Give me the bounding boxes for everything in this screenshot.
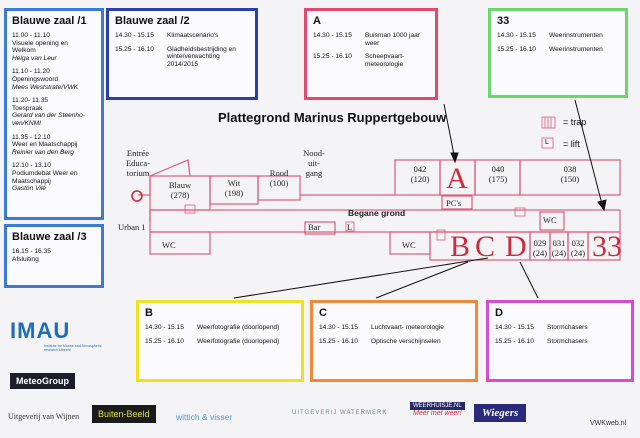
box-title: Blauwe zaal /3 — [12, 231, 87, 243]
wc-left: WC — [162, 240, 176, 250]
room-032: 032(24) — [570, 238, 586, 258]
session: 11.10 - 11.20 Openingswoord Mees Weststr… — [12, 68, 79, 91]
session: 11.35 - 12.10 Weer en Maatschappij Reini… — [12, 133, 78, 156]
room-042: 042(120) — [410, 164, 430, 184]
weerhuisje-logo: WEERHUISJE.NL Meer met weer! — [410, 402, 465, 417]
pcs-label: PC's — [446, 198, 462, 208]
room-038: 038(150) — [560, 164, 580, 184]
imau-logo: IMAU Institute for Marine and Atmospheri… — [10, 318, 102, 352]
session: 12.10 - 13.10 Podiumdebat Weer en Maatsc… — [12, 162, 78, 193]
bar-label: Bar — [308, 222, 321, 232]
room-031: 031(24) — [551, 238, 567, 258]
vwk-logo: VWKweb.nl — [590, 420, 627, 427]
wc-middle: WC — [402, 240, 416, 250]
session: 11.00 - 11.10 Visuele opening en Welkom … — [12, 32, 68, 62]
box-title: Blauwe zaal /2 — [115, 15, 190, 27]
room-letter-b: B — [450, 230, 471, 263]
wc-right: WC — [543, 215, 557, 225]
program-blauwe-zaal-1: Blauwe zaal /1 11.00 - 11.10 Visuele ope… — [4, 8, 104, 220]
box-title: D — [495, 307, 503, 319]
box-title: Blauwe zaal /1 — [12, 15, 87, 27]
room-letter-a: A — [446, 162, 468, 195]
buitenbeeld-logo: Buiten-Beeld — [92, 405, 156, 423]
legend-trap: = trap — [563, 117, 587, 127]
meteogroup-logo: MeteoGroup — [10, 373, 75, 389]
room-040: 040(175) — [488, 164, 508, 184]
room-letter-c: C — [475, 230, 496, 263]
floor-plan-title: Plattegrond Marinus Ruppertgebouw — [218, 110, 447, 125]
legend-lift-marker: L — [545, 139, 549, 146]
box-title: 33 — [497, 15, 510, 27]
ground-floor-label: Begane grond — [348, 208, 406, 218]
room-letter-d: D — [505, 230, 527, 263]
urban-label: Urban 1 — [118, 222, 146, 232]
box-title: A — [313, 15, 321, 27]
room-number-33: 33 — [592, 230, 622, 263]
emergency-exit-label: Nood- uit- gang — [303, 148, 325, 178]
entrance-label: Entrée Educa- torium — [125, 148, 151, 178]
legend-lift: = lift — [563, 139, 580, 149]
box-title: C — [319, 307, 327, 319]
box-title: B — [145, 307, 153, 319]
room-wit: Wit(198) — [224, 178, 244, 198]
room-rood: Rood(100) — [269, 168, 289, 188]
room-029: 029(24) — [532, 238, 548, 258]
watermerk-logo: UITGEVERIJ WATERMERK — [292, 410, 388, 416]
lift-marker: L — [347, 222, 353, 232]
room-blauw: Blauw(278) — [168, 180, 192, 200]
wijnen-logo: Uitgeverij van Wijnen — [8, 412, 80, 421]
program-blauwe-zaal-3: Blauwe zaal /3 16.15 - 16.35 Afsluiting — [4, 224, 104, 288]
session: 11.20- 11.35 Toespraak Gerard van der St… — [12, 97, 85, 127]
wiegers-logo: Wiegers — [474, 404, 527, 422]
wittich-visser-logo: wittich & visser — [176, 412, 233, 422]
